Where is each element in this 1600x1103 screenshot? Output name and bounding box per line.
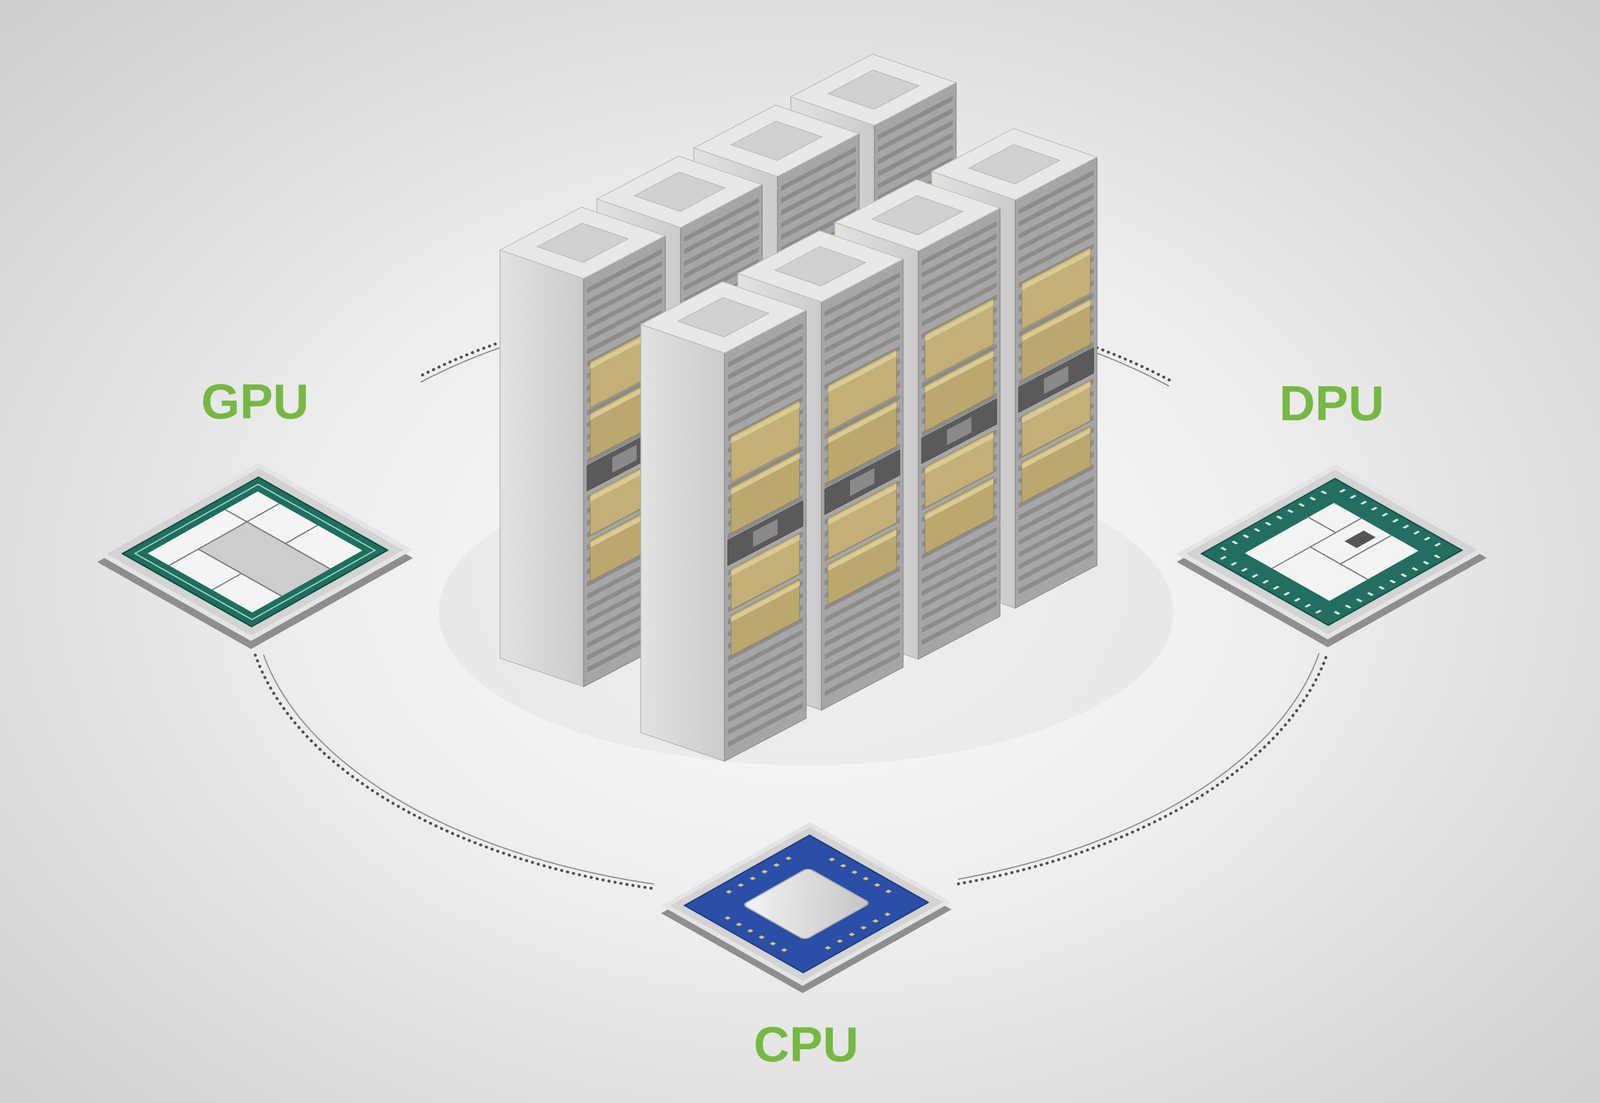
- chip-node: GPU: [93, 374, 417, 653]
- chip-figure: [657, 810, 956, 997]
- chip-label: CPU: [753, 1017, 859, 1073]
- chip-node: DPU: [1172, 375, 1491, 651]
- chip-outline: [657, 810, 956, 997]
- chip-label: DPU: [1279, 375, 1385, 431]
- chip-figure: [93, 449, 417, 653]
- chip-outline: [1172, 451, 1491, 651]
- chip-figure: [1172, 451, 1491, 651]
- server-rack: [640, 281, 807, 762]
- chip-label: GPU: [201, 374, 309, 430]
- chip-node: CPU: [657, 810, 956, 1073]
- chip-outline: [93, 449, 417, 653]
